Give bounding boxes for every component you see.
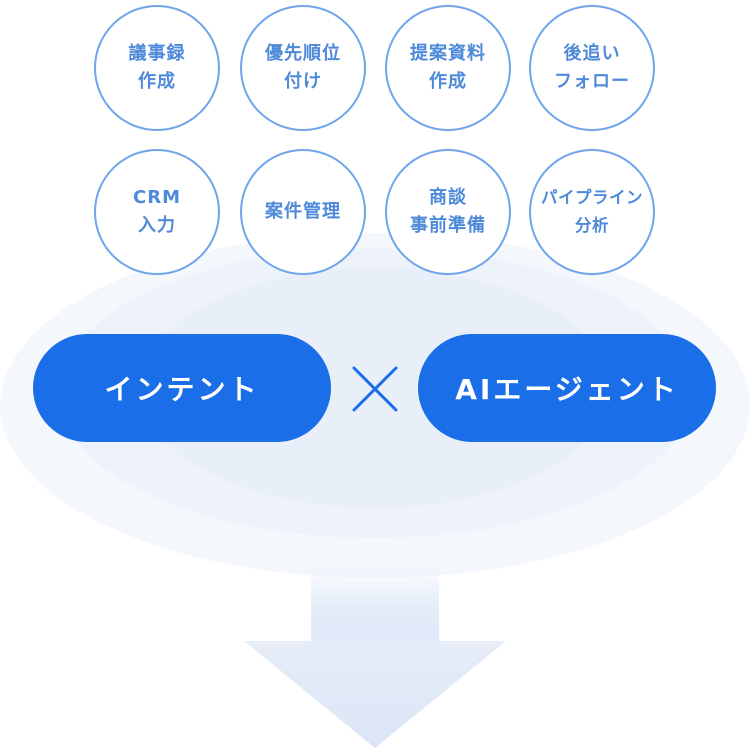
task-label-line: 作成 (138, 71, 176, 92)
task-circle-prioritization: 優先順位 付け (240, 5, 366, 131)
intent-pill: インテント (33, 334, 331, 442)
task-circle-deal-management: 案件管理 (240, 149, 366, 275)
task-label-line: パイプライン (541, 188, 643, 207)
task-circle-minutes: 議事録 作成 (94, 5, 220, 131)
task-label-line: 案件管理 (265, 201, 341, 222)
task-label-line: フォロー (554, 71, 630, 92)
task-label-line: 商談 (429, 187, 467, 208)
task-circle-crm-input: CRM 入力 (94, 149, 220, 275)
task-circle-followup: 後追い フォロー (529, 5, 655, 131)
task-label-line: 事前準備 (410, 215, 486, 236)
task-circle-proposal: 提案資料 作成 (385, 5, 511, 131)
task-circle-meeting-prep: 商談 事前準備 (385, 149, 511, 275)
task-label-line: 提案資料 (410, 43, 486, 64)
task-label-line: 優先順位 (265, 43, 341, 64)
intent-label: インテント (104, 373, 260, 406)
task-label-line: CRM (133, 187, 181, 208)
down-arrow-icon (244, 641, 506, 748)
ai-agent-label: AIエージェント (455, 373, 679, 406)
task-label-line: 付け (284, 71, 322, 92)
task-label-line: 入力 (138, 215, 176, 236)
ai-agent-pill: AIエージェント (418, 334, 716, 442)
task-label-line: 作成 (429, 71, 467, 92)
task-circle-pipeline-analysis: パイプライン 分析 (529, 149, 655, 275)
task-label-line: 後追い (563, 43, 621, 64)
down-arrow-shaft (311, 560, 439, 650)
times-icon (352, 366, 398, 412)
task-label-line: 分析 (575, 216, 609, 235)
task-label-line: 議事録 (128, 43, 186, 64)
